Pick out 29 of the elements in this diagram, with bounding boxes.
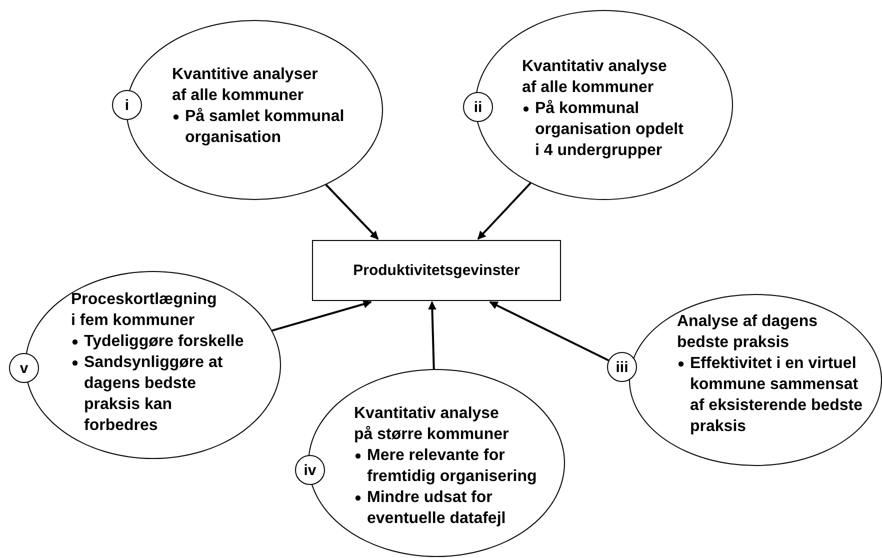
bullet-item: Tydeliggøre forskelle bbox=[71, 331, 249, 352]
box-label: Produktivitetsgevinster bbox=[353, 262, 520, 279]
roman-numeral: iii bbox=[616, 358, 628, 376]
node-heading: Analyse af dagens bedste praksis bbox=[677, 312, 818, 353]
node-heading: Proceskortlægning i fem kommuner bbox=[71, 290, 218, 331]
node-heading: Kvantitive analyser af alle kommuner bbox=[172, 65, 319, 106]
roman-numeral: ii bbox=[474, 98, 482, 116]
arrow bbox=[489, 301, 609, 362]
bullet-item: Mindre udsat for eventuelle datafejl bbox=[354, 487, 543, 529]
numeral-badge bbox=[463, 92, 493, 122]
node-heading: Kvantitativ analyse af alle kommuner bbox=[522, 57, 668, 98]
arrow bbox=[272, 300, 372, 332]
node-heading: Kvantitativ analyse på større kommuner bbox=[354, 404, 510, 445]
arrow bbox=[325, 184, 379, 240]
numeral-badge bbox=[112, 90, 142, 120]
numeral-badge bbox=[607, 352, 637, 382]
roman-numeral: v bbox=[20, 360, 28, 376]
bullet-item: På kommunal organisation opdelt i 4 undergrupper bbox=[522, 98, 690, 161]
arrow bbox=[477, 182, 532, 240]
numeral-badge bbox=[295, 455, 325, 485]
bullet-item: På samlet kommunal organisation bbox=[172, 106, 357, 148]
bullet-item: Sandsynliggøre at dagens bedste praksis kan forbedres bbox=[71, 352, 249, 436]
bullet-item: Effektivitet i en virtuel kommune sammensat af eksisterende bedste praksis bbox=[677, 353, 865, 437]
bullet-item: Mere relevante for fremtidig organisering bbox=[354, 445, 543, 487]
roman-numeral: i bbox=[124, 96, 130, 114]
numeral-badge bbox=[9, 353, 39, 383]
arrow bbox=[428, 301, 436, 370]
process-box bbox=[312, 240, 561, 301]
roman-numeral: iv bbox=[304, 462, 316, 478]
